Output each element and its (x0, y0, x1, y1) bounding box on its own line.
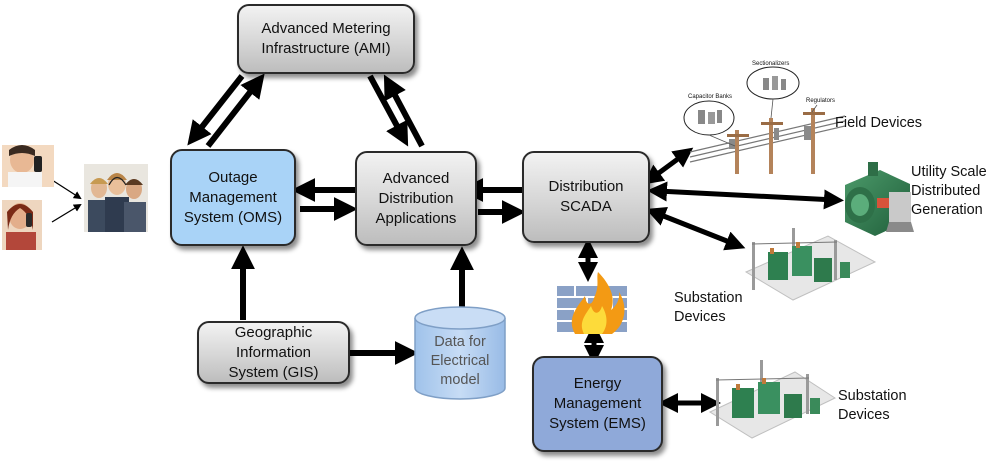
database-cylinder (414, 306, 506, 400)
arrow-scada-generator (647, 181, 844, 210)
database-label: Data for Electrical model (430, 334, 490, 388)
phone-callers-icon (2, 145, 54, 250)
ems-label: Energy Management System (EMS) (549, 375, 646, 432)
arrow-ada-to-ami (383, 74, 425, 148)
arrow-ami-to-oms (187, 74, 245, 146)
scada-box: Distribution SCADA (522, 151, 650, 243)
generator-icon (845, 162, 914, 236)
ada-box: Advanced Distribution Applications (355, 151, 477, 246)
substation-icon-2 (708, 360, 837, 439)
power-line-pole-icon (683, 66, 846, 174)
arrow-callers-to-operators (51, 179, 82, 223)
utility-scale-dg-label: Utility Scale Distributed Generation (911, 164, 987, 218)
ami-box: Advanced Metering Infrastructure (AMI) (237, 4, 415, 74)
arrow-oms-to-ami (205, 73, 265, 148)
substation-devices-label-2: Substation Devices (838, 388, 907, 423)
capacitor-banks-callout: Capacitor Banks (688, 94, 733, 100)
ems-box: Energy Management System (EMS) (532, 356, 663, 452)
ada-label: Advanced Distribution Applications (375, 169, 457, 227)
substation-devices-label-1: Substation Devices (674, 290, 743, 325)
substation-icon-1 (744, 228, 877, 301)
ami-label: Advanced Metering Infrastructure (AMI) (261, 20, 391, 57)
arrow-ami-to-ada (367, 74, 409, 147)
oms-label: Outage Management System (OMS) (183, 168, 283, 226)
oms-box: Outage Management System (OMS) (170, 149, 296, 246)
scada-label: Distribution SCADA (548, 178, 624, 215)
gis-box: Geographic Information System (GIS) (197, 321, 350, 384)
arrow-scada-substation (645, 207, 746, 251)
field-devices-label: Field Devices (835, 115, 923, 131)
gis-label: Geographic Information System (GIS) (228, 323, 319, 381)
arrow-scada-field-devices (643, 147, 694, 185)
firewall-icon (557, 272, 627, 334)
sectionalizers-callout: Sectionalizers (752, 61, 790, 67)
regulators-callout: Regulators (806, 98, 836, 104)
call-center-operators-icon (84, 164, 148, 232)
